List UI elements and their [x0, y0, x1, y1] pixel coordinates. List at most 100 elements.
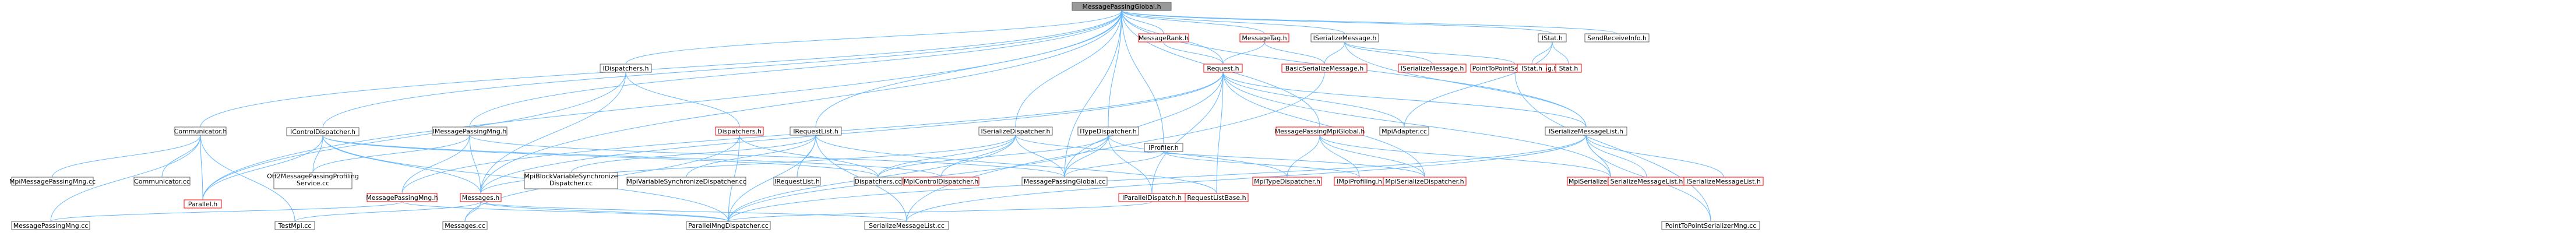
edge-icontrol_h-to-mpicontrol_h — [322, 135, 943, 181]
node-irequestlist-h[interactable]: IRequestList.h — [790, 126, 842, 136]
edge-mpg_h-to-imessagemng_h — [468, 10, 1122, 131]
node-msgrank-h[interactable]: MessageRank.h — [1138, 33, 1189, 43]
node-label: ISerializeMessage.h — [1313, 34, 1377, 42]
node-label: Messages.cc — [445, 222, 485, 230]
edge-mpmng_h-to-mpmng2_cc — [49, 201, 403, 225]
node-itypedisp-h[interactable]: ITypeDispatcher.h — [1077, 126, 1139, 136]
node-mpmng-cc[interactable]: MpiMessagePassingMng.cc — [9, 177, 96, 186]
node-box — [715, 126, 764, 136]
node-msgtag-h[interactable]: MessageTag.h — [1239, 33, 1289, 43]
node-box — [1072, 2, 1172, 11]
node-mpitype-h[interactable]: MpiTypeDispatcher.h — [1252, 177, 1322, 186]
node-box — [626, 177, 746, 186]
node-messages-cc[interactable]: Messages.cc — [442, 221, 488, 230]
node-testmpi-cc[interactable]: TestMpi.cc — [274, 221, 315, 230]
node-dispatchers-h[interactable]: Dispatchers.h — [715, 126, 764, 136]
node-label: IRequestList.h — [793, 128, 838, 135]
node-p2pmng-cc[interactable]: PointToPointSerializerMng.cc — [1661, 221, 1760, 230]
edge-iprofiler_h-to-impiprof_h — [1163, 151, 1361, 181]
node-iprofiler-h[interactable]: IProfiler.h — [1144, 143, 1183, 152]
node-iserializemsg2-h[interactable]: ISerializeMessage.h — [1398, 64, 1467, 73]
edge-comm_h-to-testmpi_cc — [200, 135, 297, 225]
edge-mpg_h-to-idispatchers_h — [624, 10, 1122, 68]
node-box — [1661, 221, 1760, 230]
node-box — [274, 221, 315, 230]
edge-request_h-to-iparalleldisp_h — [1150, 72, 1224, 197]
edge-request_h-to-mpg_cc — [1063, 72, 1224, 181]
node-label: RequestListBase.h — [1187, 194, 1246, 202]
node-pmng-cc[interactable]: ParallelMngDispatcher.cc — [686, 221, 771, 230]
node-dispatchers-cc[interactable]: Dispatchers.cc — [854, 177, 903, 186]
node-label: IParallelDispatch.h — [1122, 194, 1182, 202]
edge-mpg_h-to-parallel_h — [201, 10, 1122, 203]
node-iserializemsg-h[interactable]: ISerializeMessage.h — [1310, 33, 1379, 43]
edge-msgtag_h-to-basicser_h — [1264, 41, 1326, 68]
node-label: Communicator.cc — [134, 178, 190, 185]
edge-isermsglist_h-to-sermsglist_h — [1585, 135, 1648, 181]
edge-request_h-to-messages_h — [479, 72, 1224, 197]
node-basicser-h[interactable]: BasicSerializeMessage.h — [1281, 64, 1368, 73]
node-iserdisp-h[interactable]: ISerializeDispatcher.h — [978, 126, 1053, 136]
node-label: IStat.h — [1521, 65, 1542, 72]
node-sendrecv-h[interactable]: SendReceiveInfo.h — [1584, 33, 1650, 43]
node-idispatchers-h[interactable]: IDispatchers.h — [600, 64, 652, 73]
edge-basicser_h-to-sermsglist_cc — [905, 72, 1325, 225]
edge-iserializemsg_h-to-p2pmng_h — [1344, 41, 1517, 68]
edge-mpg_h-to-istat_h — [1121, 10, 1554, 37]
node-request-h[interactable]: Request.h — [1203, 64, 1243, 73]
node-parallel-h[interactable]: Parallel.h — [184, 199, 222, 209]
node-box — [1545, 126, 1627, 136]
node-irequestlist2-h[interactable]: IRequestList.h — [773, 177, 821, 186]
node-box — [460, 193, 502, 202]
edge-istat_h-to-stat_h — [1552, 41, 1570, 68]
node-istat-h[interactable]: IStat.h — [1538, 33, 1567, 43]
node-stat-h[interactable]: Stat.h — [1555, 64, 1582, 73]
node-mpmng-h[interactable]: MessagePassingMng.h — [366, 193, 438, 202]
node-mpg-h[interactable]: MessagePassingGlobal.h — [1072, 2, 1172, 11]
node-label: IStat.h — [1542, 34, 1563, 42]
node-sermsglist-h[interactable]: SerializeMessageList.h — [1608, 177, 1686, 186]
node-box — [1185, 193, 1249, 202]
node-mpiadapter-cc[interactable]: MpiAdapter.cc — [1379, 126, 1429, 136]
edge-iserializemsg_h-to-basicser_h — [1323, 41, 1345, 68]
node-mpimpg-h[interactable]: MessagePassingMpiGlobal.h — [1275, 126, 1365, 136]
node-icontrol-h[interactable]: IControlDispatcher.h — [286, 127, 360, 136]
node-reqlistbase-h[interactable]: RequestListBase.h — [1185, 193, 1249, 202]
node-label: PointToPointSerializerMng.cc — [1665, 222, 1757, 230]
node-mpmng2-cc[interactable]: MessagePassingMng.cc — [11, 221, 90, 230]
edge-idispatchers_h-to-parallel_h — [201, 72, 626, 203]
node-sermsglist-cc[interactable]: SerializeMessageList.cc — [864, 221, 949, 230]
node-box — [1138, 33, 1189, 43]
node-imessagemng-h[interactable]: IMessagePassingMng.h — [432, 126, 508, 136]
node-label: ISerializeMessageList.h — [1549, 128, 1623, 135]
node-label: MessagePassingMng.cc — [13, 222, 89, 230]
node-istat2-h[interactable]: IStat.h — [1517, 64, 1547, 73]
node-mpg-cc[interactable]: MessagePassingGlobal.cc — [1021, 177, 1108, 186]
node-box — [11, 177, 94, 186]
edge-irequestlist_h-to-reqlistbase_h — [815, 135, 1218, 197]
node-isermsglist2-h[interactable]: ISerializeMessageList.h — [1683, 177, 1764, 186]
edge-icontrol_h-to-messages_h — [322, 135, 482, 197]
edge-msgrank_h-to-request_h — [1163, 41, 1225, 68]
node-mpicontrol-h[interactable]: MpiControlDispatcher.h — [903, 177, 979, 186]
node-comm-h[interactable]: Communicator.h — [174, 126, 227, 136]
node-box — [1021, 177, 1108, 186]
node-messages-h[interactable]: Messages.h — [460, 193, 502, 202]
node-label: IControlDispatcher.h — [290, 128, 355, 136]
node-box — [432, 126, 508, 136]
node-mpivarsync-cc[interactable]: MpiVariableSynchronizeDispatcher.cc — [626, 177, 746, 186]
edge-idispatchers_h-to-messages_h — [479, 72, 626, 197]
node-impiprof-h[interactable]: IMpiProfiling.h — [1334, 177, 1385, 186]
node-iparalleldisp-h[interactable]: IParallelDispatch.h — [1118, 193, 1186, 202]
node-box — [367, 193, 438, 202]
node-comm-cc[interactable]: Communicator.cc — [133, 177, 191, 186]
node-label: MpiBlockVariableSynchronize — [524, 172, 618, 180]
node-mpiserdisp-h[interactable]: MpiSerializeDispatcher.h — [1383, 177, 1467, 186]
node-label: MessagePassingGlobal.h — [1082, 3, 1161, 10]
node-label: TestMpi.cc — [278, 222, 312, 230]
edge-mpimpg_h-to-mpiserdisp_h — [1319, 135, 1426, 181]
node-isermsglist-h[interactable]: ISerializeMessageList.h — [1545, 126, 1627, 136]
